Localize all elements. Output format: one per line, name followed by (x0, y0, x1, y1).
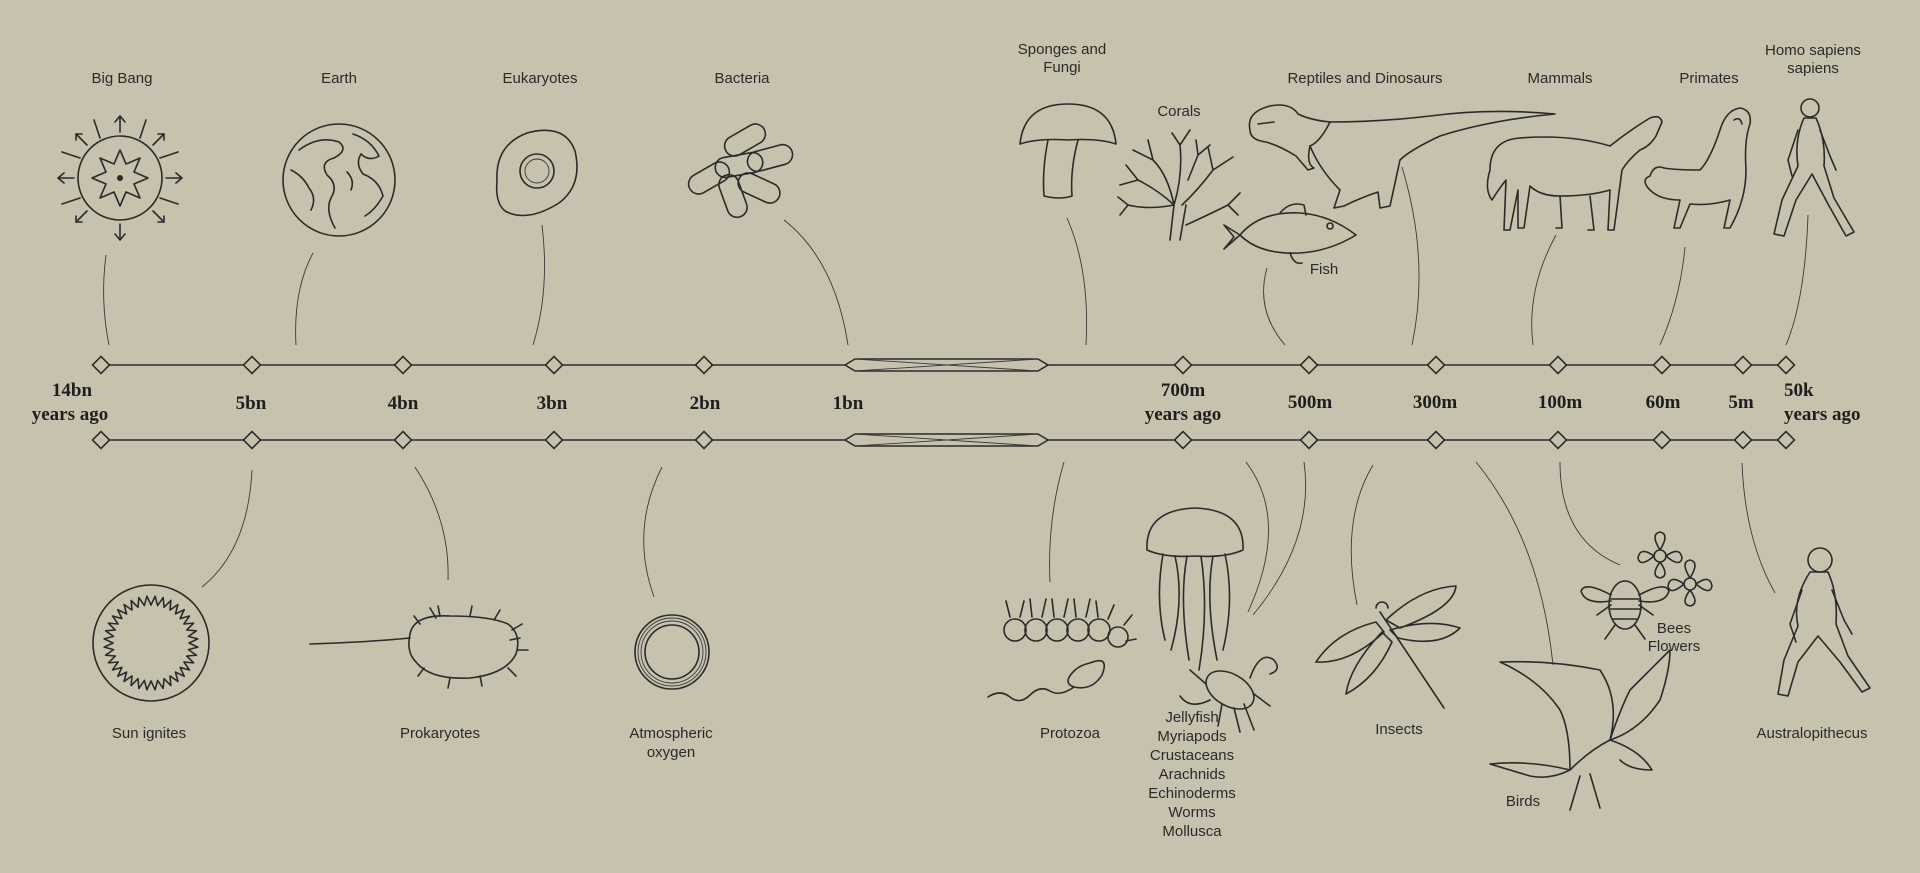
tick-1bn: 1bn (833, 393, 864, 414)
big-bang-icon (58, 116, 182, 240)
sun-icon (93, 585, 209, 701)
bird-icon (1490, 650, 1670, 810)
label-earth: Earth (321, 70, 357, 87)
bottom-labels: Sun ignites Prokaryotes Atmospheric oxyg… (112, 620, 1868, 840)
marker (395, 432, 412, 449)
oxygen-ring-icon (635, 615, 709, 689)
jellyfish-icon (1147, 508, 1243, 670)
label-oxygen-line2: oxygen (647, 744, 695, 761)
label-crustaceans: Crustaceans (1150, 747, 1234, 764)
label-homo-line1: Homo sapiens (1765, 42, 1861, 59)
top-labels: Big Bang Earth Eukaryotes Bacteria Spong… (92, 41, 1861, 278)
tick-100m: 100m (1538, 392, 1583, 413)
bee-icon (1581, 581, 1669, 639)
marker (546, 432, 563, 449)
tick-3bn: 3bn (537, 393, 568, 414)
label-bacteria: Bacteria (714, 70, 770, 87)
australopithecus-icon (1778, 548, 1870, 696)
coral-icon (1118, 130, 1240, 240)
tick-50k: 50k (1784, 380, 1814, 401)
label-flowers: Flowers (1648, 638, 1701, 655)
tick-700m-years-ago: years ago (1145, 404, 1222, 425)
label-mammals: Mammals (1527, 70, 1592, 87)
label-reptiles: Reptiles and Dinosaurs (1287, 70, 1442, 87)
label-insects: Insects (1375, 721, 1423, 738)
dinosaur-icon (1249, 105, 1555, 208)
label-corals: Corals (1157, 103, 1200, 120)
marker (696, 432, 713, 449)
label-sponges-line1: Sponges and (1018, 41, 1106, 58)
label-primates: Primates (1679, 70, 1738, 87)
homo-sapiens-icon (1774, 99, 1854, 236)
marker (244, 432, 261, 449)
protozoa-icon (988, 599, 1136, 701)
marker (1778, 357, 1795, 374)
horse-icon (1487, 117, 1662, 230)
marker (1735, 432, 1752, 449)
marker (1428, 357, 1445, 374)
tick-300m: 300m (1413, 392, 1458, 413)
marker (93, 357, 110, 374)
label-fish: Fish (1310, 261, 1338, 278)
label-eukaryotes: Eukaryotes (502, 70, 577, 87)
prokaryote-icon (310, 606, 528, 688)
tick-5m: 5m (1728, 392, 1754, 413)
marker (1550, 432, 1567, 449)
tick-4bn: 4bn (388, 393, 419, 414)
label-myriapods: Myriapods (1157, 728, 1226, 745)
label-mollusca: Mollusca (1162, 823, 1222, 840)
marker (244, 357, 261, 374)
label-worms: Worms (1168, 804, 1215, 821)
timeline-lower-line (101, 434, 1786, 446)
tick-5bn: 5bn (236, 393, 267, 414)
tick-2bn: 2bn (690, 393, 721, 414)
marker (93, 432, 110, 449)
tick-labels: 14bn years ago 5bn 4bn 3bn 2bn 1bn 700m … (32, 380, 1861, 425)
marker (1428, 432, 1445, 449)
marker (1175, 357, 1192, 374)
label-prokaryotes: Prokaryotes (400, 725, 480, 742)
earth-icon (283, 124, 395, 236)
label-arachnids: Arachnids (1159, 766, 1226, 783)
bacteria-icon (685, 120, 795, 220)
mushroom-icon (1020, 104, 1116, 198)
flower-icon (1638, 532, 1682, 578)
label-bees: Bees (1657, 620, 1691, 637)
tick-700m: 700m (1161, 380, 1206, 401)
label-sun-ignites: Sun ignites (112, 725, 186, 742)
label-jellyfish: Jellyfish (1165, 709, 1218, 726)
tick-60m: 60m (1646, 392, 1681, 413)
marker (546, 357, 563, 374)
marker (1735, 357, 1752, 374)
marker (395, 357, 412, 374)
label-echinoderms: Echinoderms (1148, 785, 1236, 802)
marker (1175, 432, 1192, 449)
tick-14bn-years-ago: years ago (32, 404, 109, 425)
marker (1550, 357, 1567, 374)
fish-icon (1224, 204, 1356, 263)
tick-14bn: 14bn (52, 380, 93, 401)
marker (696, 357, 713, 374)
connector-lines (104, 167, 1808, 665)
label-birds: Birds (1506, 793, 1540, 810)
label-sponges-line2: Fungi (1043, 59, 1081, 76)
marker (1654, 357, 1671, 374)
tick-500m: 500m (1288, 392, 1333, 413)
label-big-bang: Big Bang (92, 70, 153, 87)
timeline-upper-line (101, 359, 1786, 371)
flower-icon (1668, 560, 1712, 606)
marker (1301, 432, 1318, 449)
marker (1778, 432, 1795, 449)
label-oxygen-line1: Atmospheric (629, 725, 713, 742)
label-homo-line2: sapiens (1787, 60, 1839, 77)
eukaryote-icon (497, 130, 577, 215)
label-protozoa: Protozoa (1040, 725, 1101, 742)
dragonfly-icon (1316, 586, 1460, 708)
marker (1301, 357, 1318, 374)
marker (1654, 432, 1671, 449)
label-australopithecus: Australopithecus (1757, 725, 1868, 742)
tick-50k-years-ago: years ago (1784, 404, 1861, 425)
